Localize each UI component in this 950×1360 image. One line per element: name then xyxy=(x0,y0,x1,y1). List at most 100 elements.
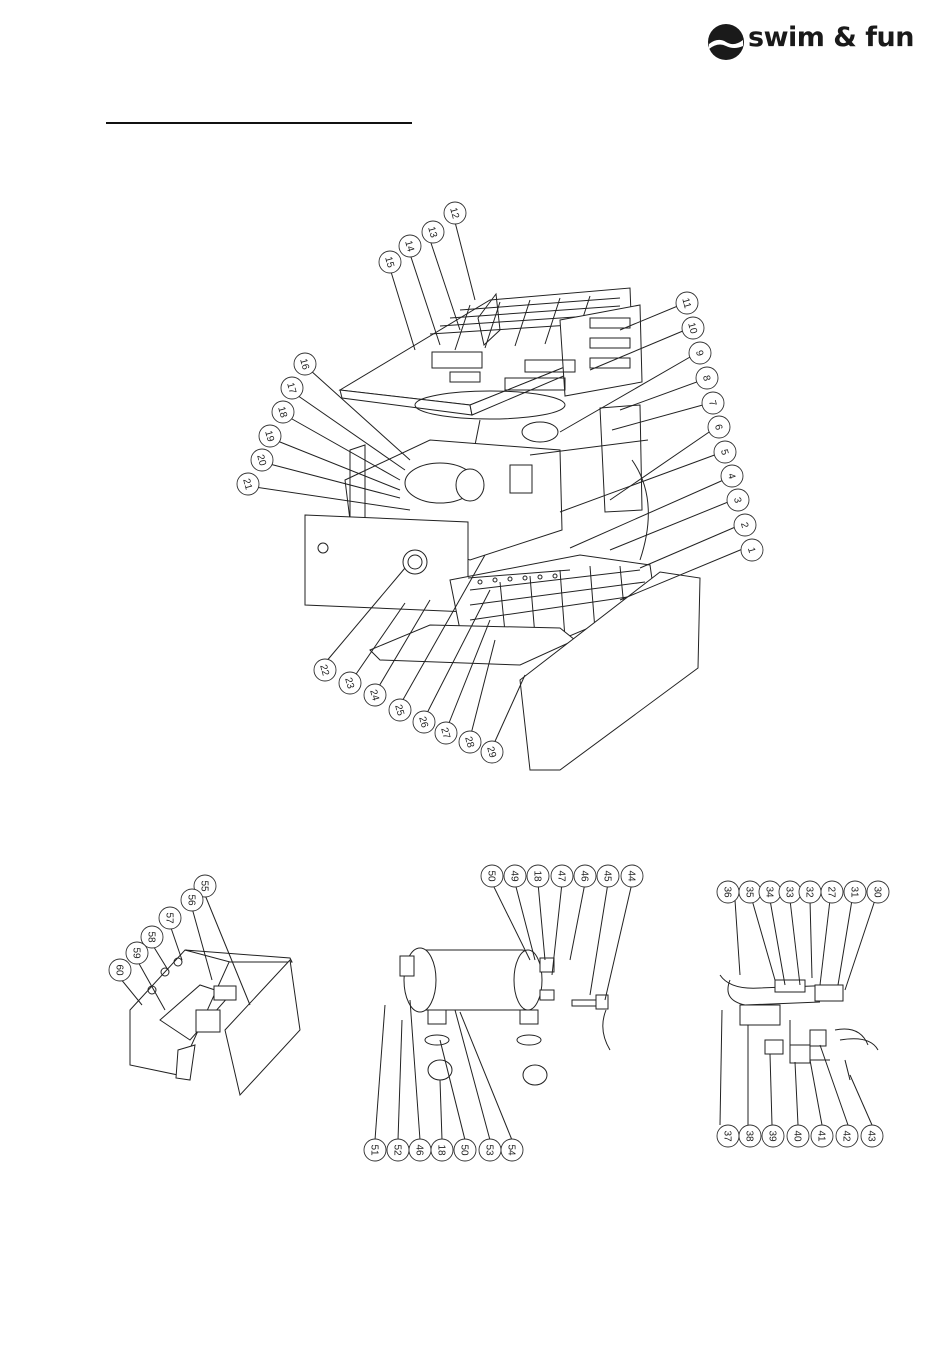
callout-19: 19 xyxy=(259,425,281,447)
svg-text:44: 44 xyxy=(626,870,637,882)
svg-text:41: 41 xyxy=(816,1130,827,1142)
callout-32: 32 xyxy=(799,881,821,903)
callout-30: 30 xyxy=(867,881,889,903)
callout-24: 24 xyxy=(364,684,386,706)
heat-exchanger-view xyxy=(375,883,632,1140)
callout-60: 60 xyxy=(109,959,131,981)
callout-35: 35 xyxy=(739,881,761,903)
callout-7: 7 xyxy=(702,392,724,414)
callout-20: 20 xyxy=(251,449,273,471)
callout-29: 29 xyxy=(481,741,503,763)
callout-18: 18 xyxy=(272,401,294,423)
svg-text:30: 30 xyxy=(872,886,883,898)
callout-53: 53 xyxy=(479,1139,501,1161)
callout-51: 51 xyxy=(364,1139,386,1161)
svg-text:33: 33 xyxy=(784,886,795,898)
callout-56: 56 xyxy=(181,889,203,911)
callout-3: 3 xyxy=(727,489,749,511)
callout-40: 40 xyxy=(787,1125,809,1147)
callout-37: 37 xyxy=(717,1125,739,1147)
callout-21: 21 xyxy=(237,473,259,495)
callout-9: 9 xyxy=(689,342,711,364)
callout-26: 26 xyxy=(413,711,435,733)
callout-52: 52 xyxy=(387,1139,409,1161)
svg-text:27: 27 xyxy=(826,886,837,898)
svg-text:57: 57 xyxy=(164,912,175,924)
svg-text:38: 38 xyxy=(744,1130,755,1142)
svg-text:58: 58 xyxy=(146,931,157,943)
callout-6: 6 xyxy=(708,416,730,438)
callout-42: 42 xyxy=(836,1125,858,1147)
callout-18: 18 xyxy=(527,865,549,887)
callout-1: 1 xyxy=(741,539,763,561)
callout-12: 12 xyxy=(444,202,466,224)
callout-45: 45 xyxy=(597,865,619,887)
svg-text:39: 39 xyxy=(767,1130,778,1142)
svg-text:53: 53 xyxy=(484,1144,495,1156)
callout-50: 50 xyxy=(481,865,503,887)
callout-11: 11 xyxy=(676,292,698,314)
callout-50: 50 xyxy=(454,1139,476,1161)
callout-27: 27 xyxy=(435,722,457,744)
callout-16: 16 xyxy=(294,353,316,375)
callout-23: 23 xyxy=(339,672,361,694)
svg-text:43: 43 xyxy=(866,1130,877,1142)
callout-28: 28 xyxy=(459,731,481,753)
callout-5: 5 xyxy=(714,441,736,463)
svg-text:34: 34 xyxy=(764,886,775,898)
svg-text:36: 36 xyxy=(722,886,733,898)
svg-text:35: 35 xyxy=(744,886,755,898)
svg-text:51: 51 xyxy=(369,1144,380,1156)
svg-text:55: 55 xyxy=(199,880,210,892)
callout-46: 46 xyxy=(574,865,596,887)
svg-text:59: 59 xyxy=(131,947,142,959)
front-control-panel xyxy=(305,515,468,612)
callout-4: 4 xyxy=(721,465,743,487)
svg-text:31: 31 xyxy=(849,886,860,898)
svg-text:49: 49 xyxy=(509,870,520,882)
callout-34: 34 xyxy=(759,881,781,903)
fan-bracket xyxy=(600,405,642,512)
svg-text:40: 40 xyxy=(792,1130,803,1142)
callout-22: 22 xyxy=(314,659,336,681)
svg-text:37: 37 xyxy=(722,1130,733,1142)
callout-17: 17 xyxy=(281,377,303,399)
svg-text:47: 47 xyxy=(556,870,567,882)
callout-41: 41 xyxy=(811,1125,833,1147)
callout-14: 14 xyxy=(399,235,421,257)
callout-18: 18 xyxy=(431,1139,453,1161)
callout-39: 39 xyxy=(762,1125,784,1147)
svg-text:18: 18 xyxy=(436,1144,447,1156)
callout-47: 47 xyxy=(551,865,573,887)
callout-43: 43 xyxy=(861,1125,883,1147)
svg-text:46: 46 xyxy=(579,870,590,882)
callout-2: 2 xyxy=(734,514,756,536)
callout-27: 27 xyxy=(821,881,843,903)
svg-text:32: 32 xyxy=(804,886,815,898)
callout-44: 44 xyxy=(621,865,643,887)
svg-text:46: 46 xyxy=(414,1144,425,1156)
svg-text:45: 45 xyxy=(602,870,613,882)
svg-text:52: 52 xyxy=(392,1144,403,1156)
callout-13: 13 xyxy=(422,221,444,243)
callout-15: 15 xyxy=(379,251,401,273)
svg-text:18: 18 xyxy=(532,870,543,882)
callout-46: 46 xyxy=(409,1139,431,1161)
callout-10: 10 xyxy=(682,317,704,339)
callout-33: 33 xyxy=(779,881,801,903)
callout-36: 36 xyxy=(717,881,739,903)
refrigerant-circuit-view xyxy=(720,900,878,1125)
callout-59: 59 xyxy=(126,942,148,964)
callout-49: 49 xyxy=(504,865,526,887)
callout-54: 54 xyxy=(501,1139,523,1161)
callout-31: 31 xyxy=(844,881,866,903)
callout-38: 38 xyxy=(739,1125,761,1147)
callout-57: 57 xyxy=(159,907,181,929)
svg-text:56: 56 xyxy=(186,894,197,906)
svg-text:42: 42 xyxy=(841,1130,852,1142)
callout-25: 25 xyxy=(389,699,411,721)
callout-8: 8 xyxy=(696,367,718,389)
svg-text:60: 60 xyxy=(114,964,125,976)
svg-text:50: 50 xyxy=(459,1144,470,1156)
